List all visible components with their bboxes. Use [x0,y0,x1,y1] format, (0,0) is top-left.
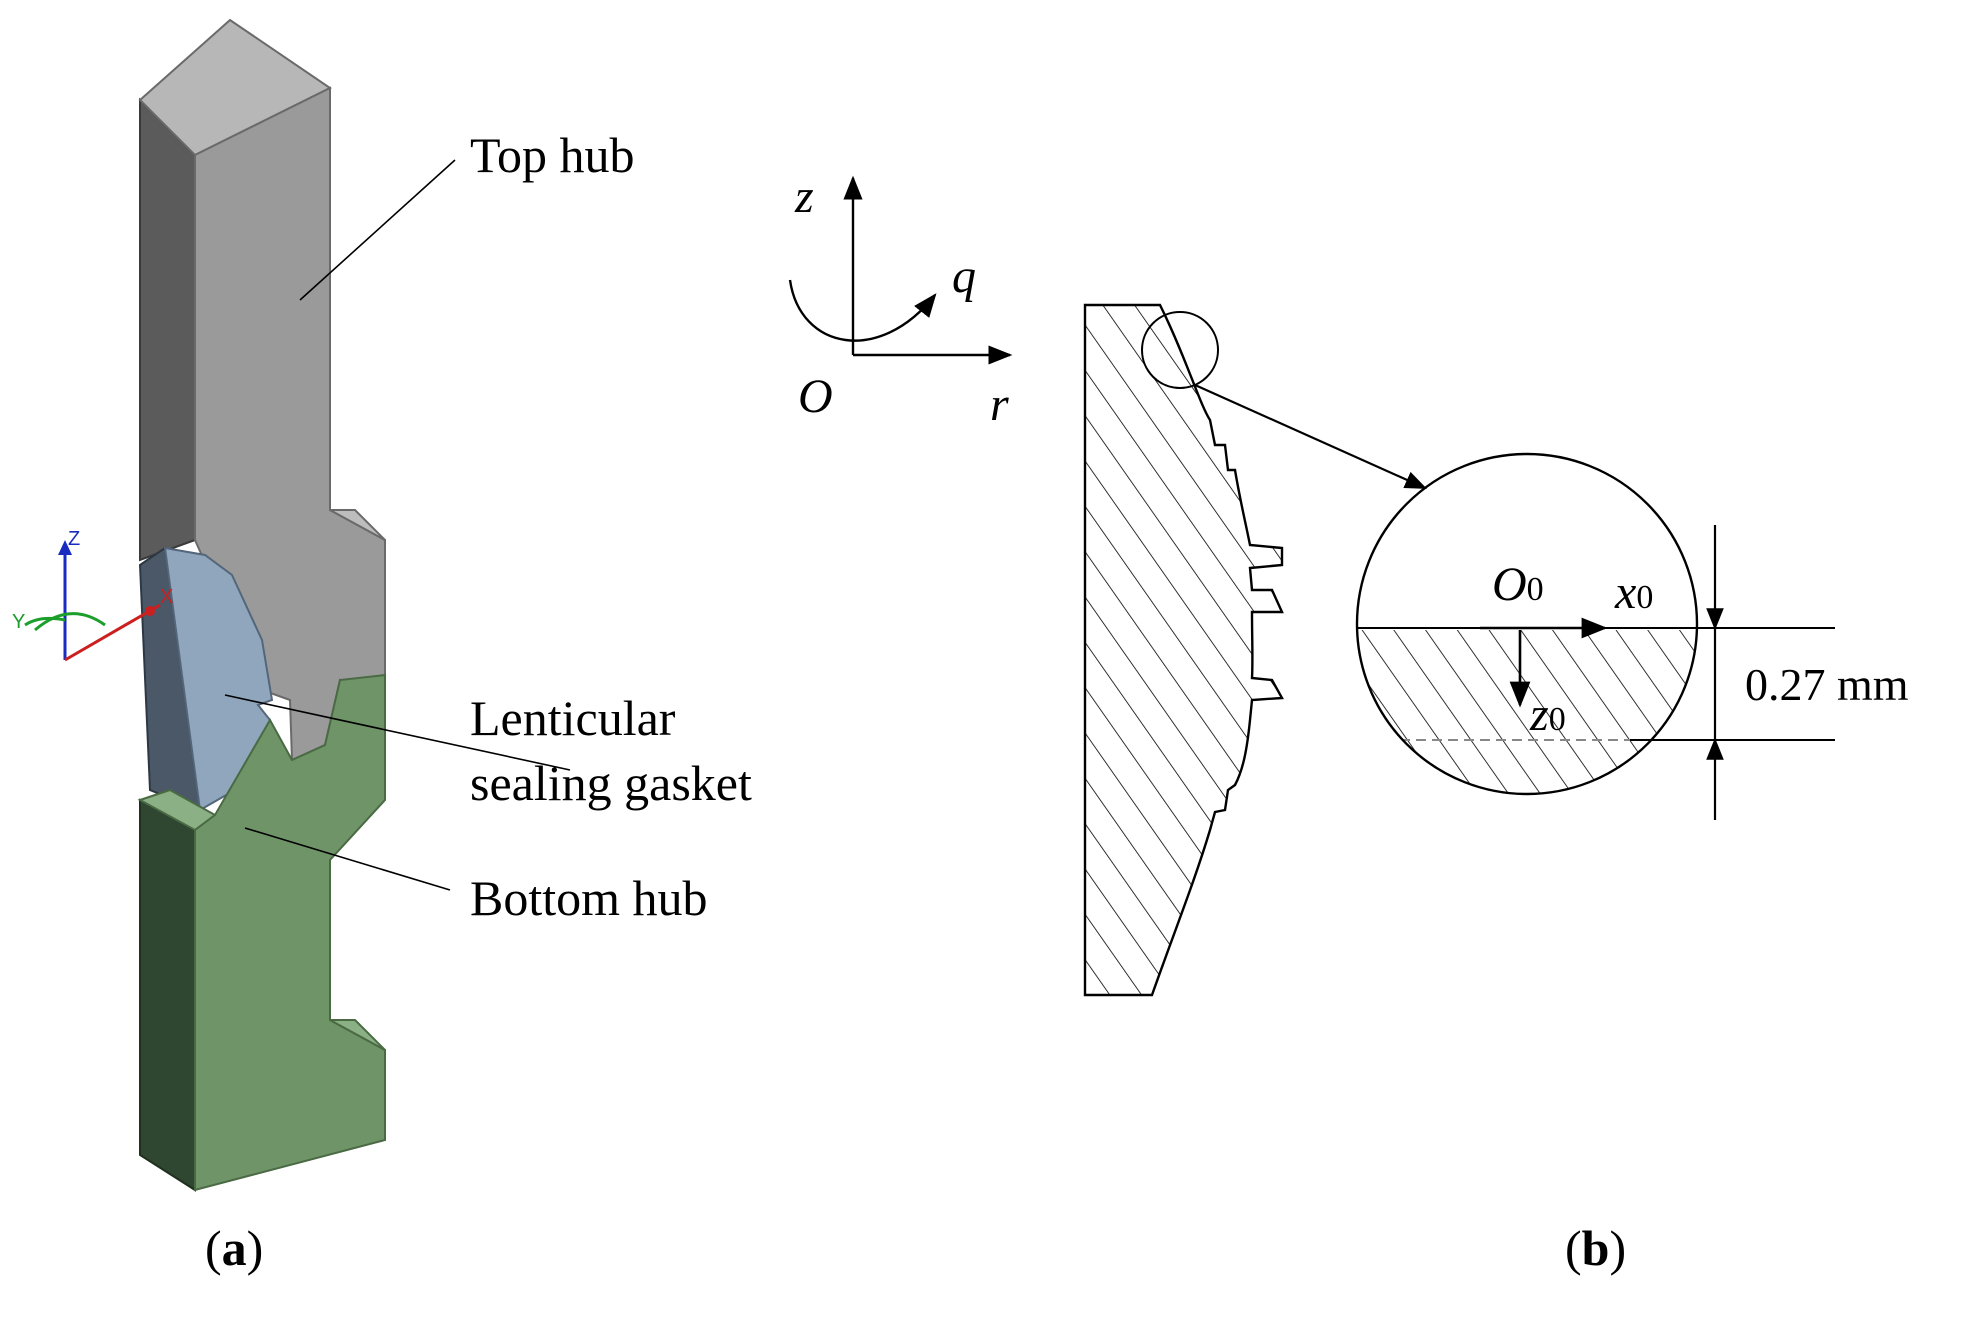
top-hub-step-face [329,509,386,541]
bottom-hub-3d [137,673,386,1192]
leader-bottom-hub [244,827,451,891]
label-gasket-line1: Lenticular [470,690,676,746]
leader-top-hub [299,159,456,301]
label-gasket-line2: sealing gasket [470,755,752,811]
detail-x0-label: x0 [1614,566,1653,619]
triad-x-marker [145,606,155,616]
origin-label: O [798,370,833,423]
gasket-front-face [163,546,274,812]
leader-gasket [224,694,571,771]
label-bottom-hub: Bottom hub [470,870,708,926]
leader-lines-a [224,159,571,891]
detail-view: O0 x0 z0 0.27 mm [1355,452,1909,820]
triad-x-label: X [160,586,173,608]
triad-y-label: Y [12,611,25,633]
detail-circle [1355,452,1699,796]
detail-origin-label: O0 [1492,558,1544,611]
bottom-hub-step-face [329,1019,386,1051]
coordinate-triad: Z X Y [12,528,173,662]
caption-b: (b) [1565,1220,1626,1276]
axis-r-label: r [990,378,1009,431]
label-top-hub: Top hub [470,127,635,183]
triad-rotation-arc [34,612,106,632]
panel-a: Z X Y Top hub Lenticular sealing gasket … [12,18,752,1276]
q-rotation-arc [788,279,937,342]
detail-z0-label: z0 [1529,688,1566,741]
triad-y-axis [24,616,66,627]
bottom-hub-front-face [194,673,386,1192]
dimension-label: 0.27 mm [1745,659,1909,710]
triad-x-axis [64,603,161,662]
bottom-hub-side-face [139,798,196,1192]
cylindrical-axes [788,175,1013,365]
panel-b: z q O r O0 x0 z0 0.27 mm [788,170,1909,1276]
detail-pointer-arrow [1194,383,1428,490]
top-hub-side-face [139,97,196,562]
detail-source-circle [1141,311,1219,389]
gasket-cross-section [1083,303,1284,997]
caption-a: (a) [205,1220,263,1276]
triad-z-arrowhead [58,540,72,555]
triad-z-label: Z [68,528,80,550]
axis-q-label: q [952,250,976,303]
gasket-3d [138,546,274,812]
axis-z-label: z [794,170,814,223]
